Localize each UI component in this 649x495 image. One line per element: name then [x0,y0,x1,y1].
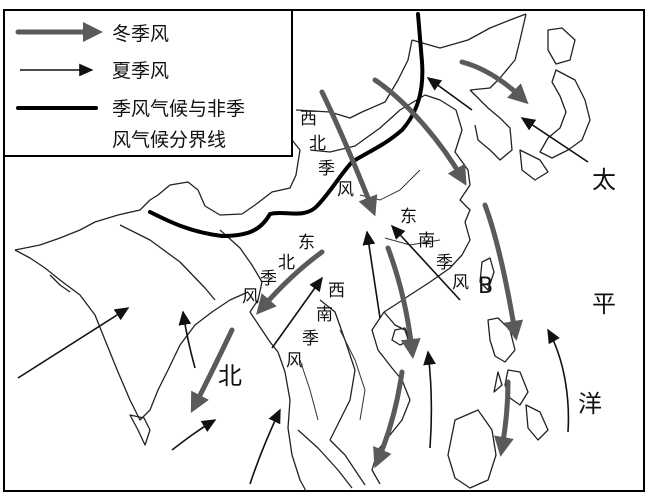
winter-monsoon-arrows [190,59,529,469]
label-southeast-monsoon: 风 [452,273,469,293]
label-northeast-monsoon: 季 [260,269,277,289]
winter-arrow [372,77,467,186]
label-pacific: 太 [592,166,616,194]
summer-arrow [426,77,473,111]
winter-arrow [190,327,235,413]
label-point-b: B [478,274,493,299]
label-southeast-monsoon: 东 [400,207,417,227]
label-northeast-monsoon: 风 [242,287,259,307]
winter-arrow [319,89,378,217]
label-pacific: 洋 [578,390,602,418]
label-northwest-monsoon: 西 [300,109,317,129]
summer-arrow [171,419,217,451]
map-labels: 西 北 季 风 东 北 季 风 西 南 季 风 东 南 季 风 B 北 太 平 … [218,109,616,418]
summer-arrow [520,117,589,163]
winter-arrow [459,59,529,105]
summer-monsoon-arrows [17,77,589,485]
label-southeast-monsoon: 季 [436,253,453,273]
summer-arrow [17,307,130,379]
monsoon-boundary-line [148,12,425,239]
summer-arrow [178,310,196,369]
label-northwest-monsoon: 季 [318,159,335,179]
winter-arrow [256,249,325,315]
label-southwest-monsoon: 西 [328,281,345,301]
winter-arrow [373,369,405,469]
summer-arrow [271,276,323,349]
summer-arrow [423,350,436,449]
label-southwest-monsoon: 南 [316,305,333,325]
legend: 冬季风 夏季风 季风气候与非季 风气候分界线 [3,9,293,157]
map-border [3,9,645,492]
winter-arrow [494,379,514,457]
label-southwest-monsoon: 季 [302,329,319,349]
legend-winter-label: 冬季风 [112,23,169,45]
summer-arrow [249,408,281,485]
legend-boundary-label-line2: 风气候分界线 [112,129,226,151]
label-northeast-monsoon: 东 [298,233,315,253]
summer-arrow [390,224,461,301]
legend-boundary-label-line1: 季风气候与非季 [112,98,245,120]
label-northeast-monsoon: 北 [278,253,295,273]
winter-arrow [385,245,421,359]
legend-summer-label: 夏季风 [112,60,169,82]
label-north: 北 [218,362,242,390]
label-southeast-monsoon: 南 [418,231,435,251]
label-southwest-monsoon: 风 [286,351,303,371]
summer-arrow [362,230,381,319]
summer-arrow [547,328,570,433]
label-pacific: 平 [592,290,616,318]
winter-arrow [482,202,524,341]
label-northwest-monsoon: 北 [309,134,326,154]
label-northwest-monsoon: 风 [337,180,354,200]
